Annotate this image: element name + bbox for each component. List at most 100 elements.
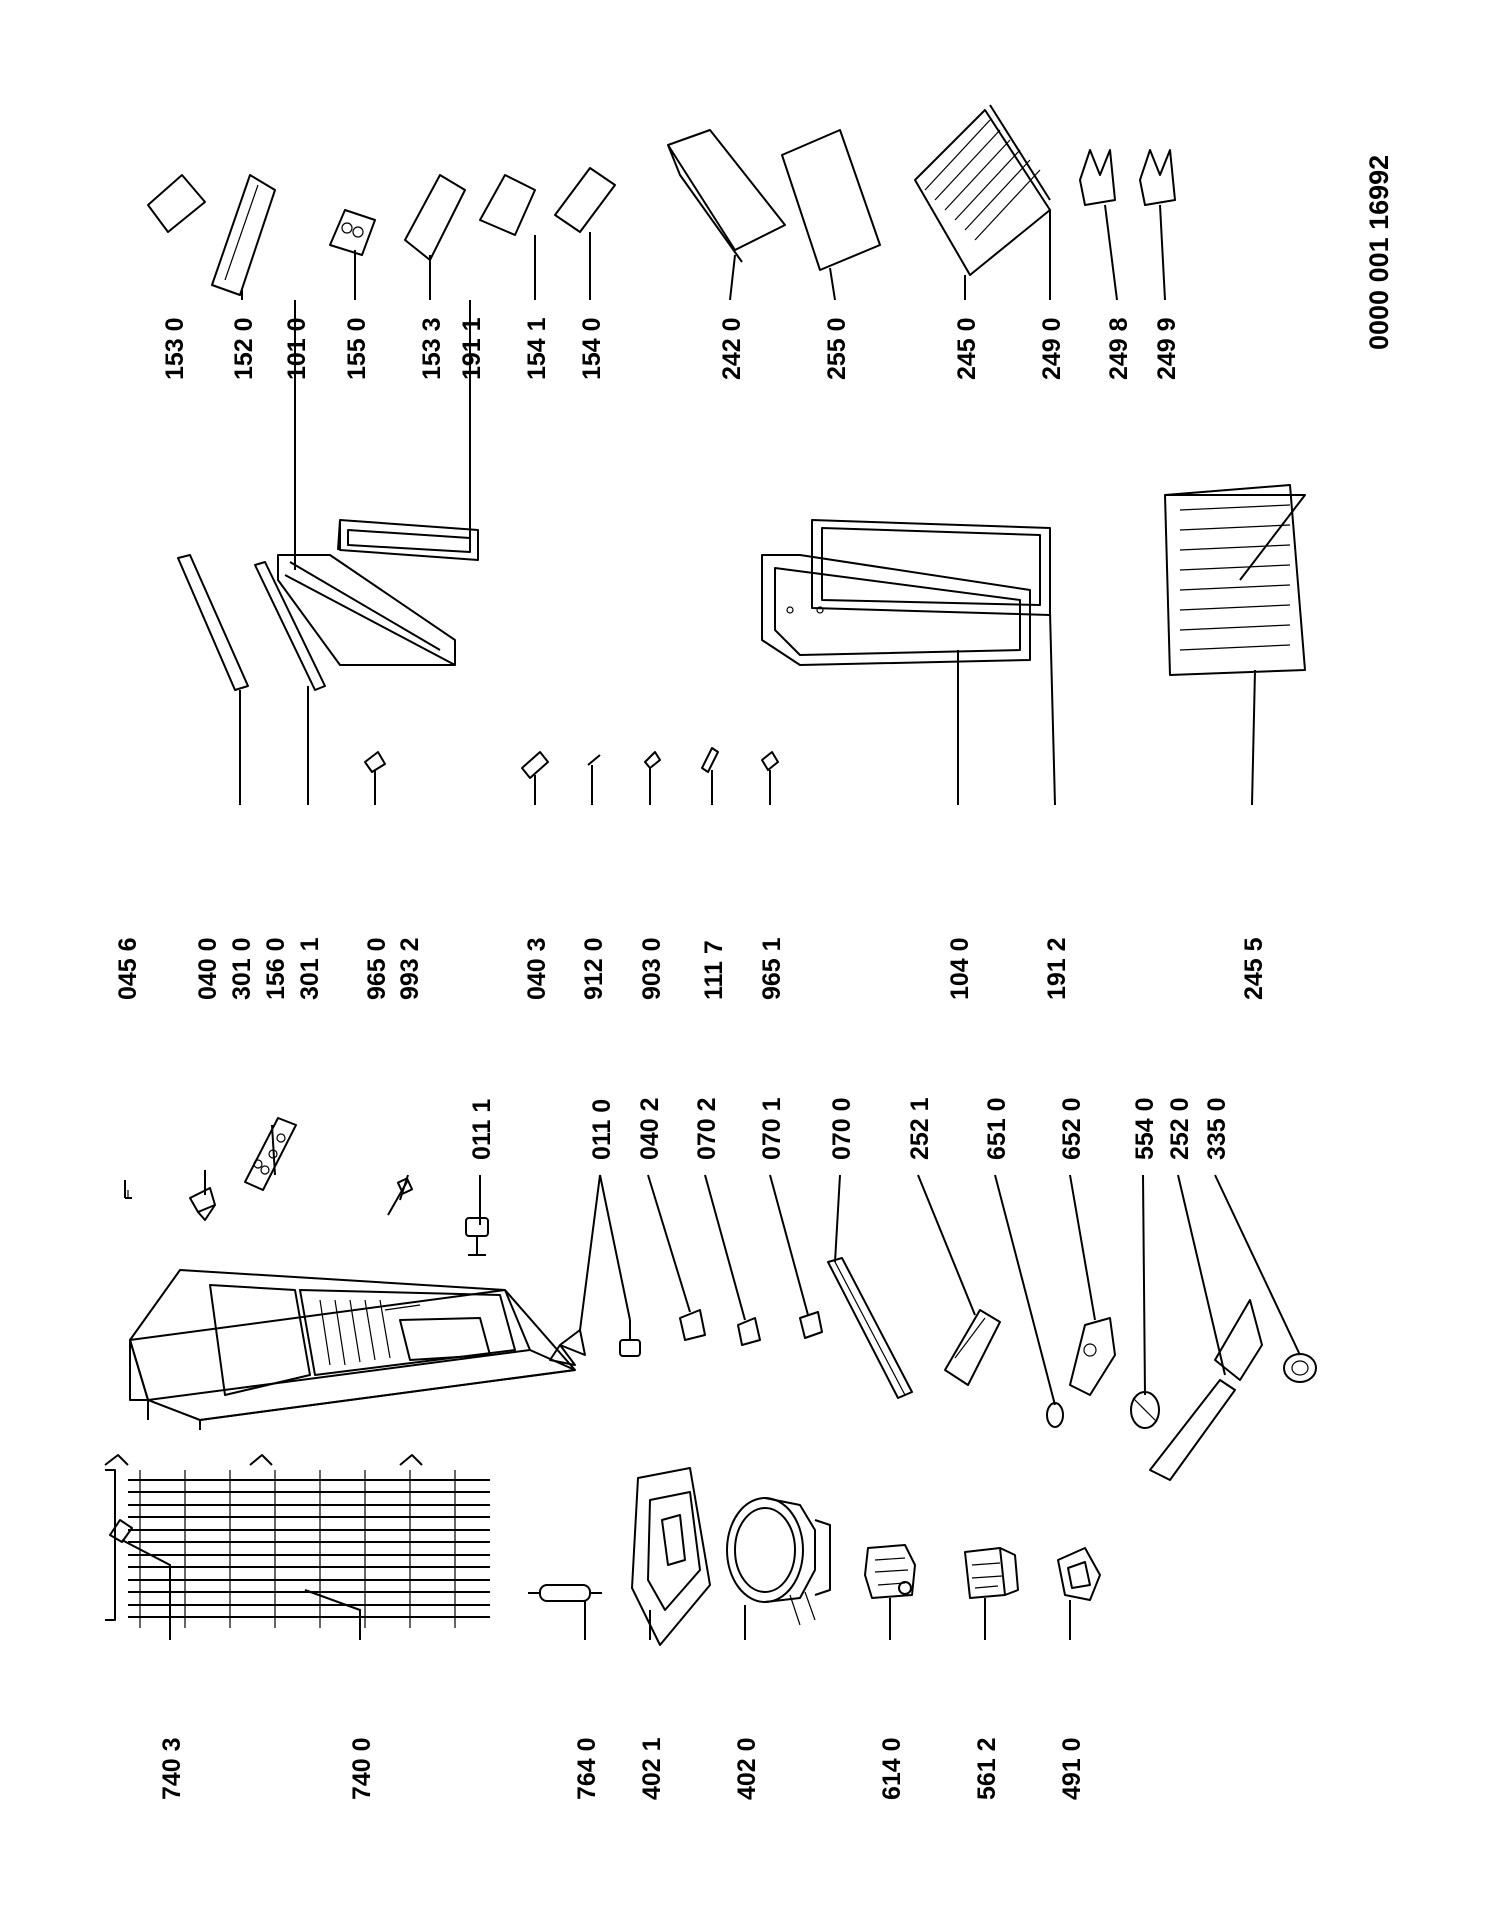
label-651-0: 651 0 [983,1097,1011,1160]
part-040-0-drawing [189,1187,216,1221]
label-301-0: 301 0 [228,937,256,1000]
label-011-1: 011 1 [468,1099,496,1160]
part-104-0-door-drawing [761,554,1031,666]
label-965-0: 965 0 [363,937,391,1000]
label-040-0: 040 0 [194,937,222,1000]
label-070-0: 070 0 [828,1097,856,1160]
part-245-0-drawing [914,104,1051,276]
part-101-0-door-drawing [277,554,456,666]
part-040-3-drawing [521,751,549,779]
label-155-0: 155 0 [343,317,371,380]
part-402-0-compressor-drawing [726,1497,831,1626]
part-242-0-drawing [667,129,786,263]
label-245-0: 245 0 [953,317,981,380]
label-252-1: 252 1 [906,1097,934,1160]
part-252-0-drawing [1149,1299,1263,1481]
label-111-7: 111 7 [700,940,728,1000]
part-301-0-drawing [177,554,326,691]
part-245-5-crisper-drawing [1164,484,1306,676]
label-191-2: 191 2 [1043,937,1071,1000]
label-104-0: 104 0 [946,937,974,1000]
part-249-9-drawing [1139,149,1176,206]
label-740-3: 740 3 [158,1737,186,1800]
label-011-0: 011 0 [588,1099,616,1160]
part-011-0-drawing [549,1320,641,1366]
part-561-2-drawing [964,1547,1019,1599]
part-740-0-condenser-drawing [104,1454,490,1628]
document-number: 0000 001 16992 [1364,155,1394,350]
label-156-0: 156 0 [262,937,290,1000]
part-554-0-drawing [1130,1391,1160,1429]
part-011-1-drawing [465,1217,489,1256]
part-070-1-drawing [799,1311,823,1339]
label-249-0: 249 0 [1038,317,1066,380]
label-740-0: 740 0 [348,1737,376,1800]
part-740-3-drawing [109,1519,133,1543]
part-070-2-drawing [737,1317,761,1346]
label-101-0: 101 0 [283,317,311,380]
part-152-0-drawing [211,174,276,296]
part-255-0-drawing [781,129,881,271]
label-965-1: 965 1 [758,937,786,1000]
label-903-0: 903 0 [638,937,666,1000]
label-912-0: 912 0 [580,937,608,1000]
part-040-2-drawing [679,1309,706,1341]
part-154-1-drawing [479,174,536,236]
label-764-0: 764 0 [573,1737,601,1800]
part-335-0-drawing [1283,1353,1317,1383]
label-402-0: 402 0 [733,1737,761,1800]
label-993-2: 993 2 [396,937,424,1000]
label-040-3: 040 3 [523,937,551,1000]
part-903-0-drawing [644,751,661,769]
part-153-0-drawing [147,174,206,233]
part-045-6-drawing [125,1190,132,1199]
part-402-1-drawing [631,1467,711,1646]
part-156-0-drawing [244,1117,297,1191]
label-045-6: 045 6 [114,937,142,1000]
label-153-0: 153 0 [161,317,189,380]
part-191-1-gasket-drawing [337,519,479,561]
part-651-0-drawing [1046,1402,1064,1428]
part-155-0-drawing [329,209,376,256]
part-965-0-drawing [364,751,386,773]
label-652-0: 652 0 [1058,1097,1086,1160]
label-301-1: 301 1 [296,937,324,1000]
part-154-0-drawing [554,167,616,233]
part-652-0-drawing [1069,1317,1116,1396]
label-561-2: 561 2 [973,1737,1001,1800]
label-255-0: 255 0 [823,317,851,380]
part-153-3-drawing [404,174,466,261]
label-249-8: 249 8 [1105,317,1133,380]
cabinet-body-drawing [129,1269,576,1430]
part-614-0-relay-drawing [864,1544,916,1599]
label-070-2: 070 2 [693,1097,721,1160]
label-070-1: 070 1 [758,1097,786,1160]
part-764-0-drier-drawing [528,1584,602,1602]
leader-lines [121,204,1301,1640]
label-252-0: 252 0 [1166,1097,1194,1160]
label-040-2: 040 2 [636,1097,664,1160]
label-335-0: 335 0 [1203,1097,1231,1160]
label-191-1: 191 1 [458,317,486,380]
part-070-0-drawing [827,1257,913,1399]
part-252-1-drawing [944,1309,1001,1386]
part-249-8-drawing [1079,149,1116,206]
label-152-0: 152 0 [230,317,258,380]
label-249-9: 249 9 [1153,317,1181,380]
label-554-0: 554 0 [1131,1097,1159,1160]
part-111-7-drawing [701,747,719,773]
part-912-0-drawing [587,754,601,766]
label-245-5: 245 5 [1240,937,1268,1000]
part-965-1-drawing [761,751,779,771]
part-191-2-gasket-drawing [811,519,1051,616]
label-402-1: 402 1 [638,1737,666,1800]
label-491-0: 491 0 [1058,1737,1086,1800]
label-154-0: 154 0 [578,317,606,380]
label-153-3: 153 3 [418,317,446,380]
label-154-1: 154 1 [523,317,551,380]
label-242-0: 242 0 [718,317,746,380]
part-labels: 740 3 740 0 764 0 402 1 402 0 614 0 561 … [114,155,1394,1800]
label-614-0: 614 0 [878,1737,906,1800]
part-491-0-drawing [1057,1547,1101,1601]
